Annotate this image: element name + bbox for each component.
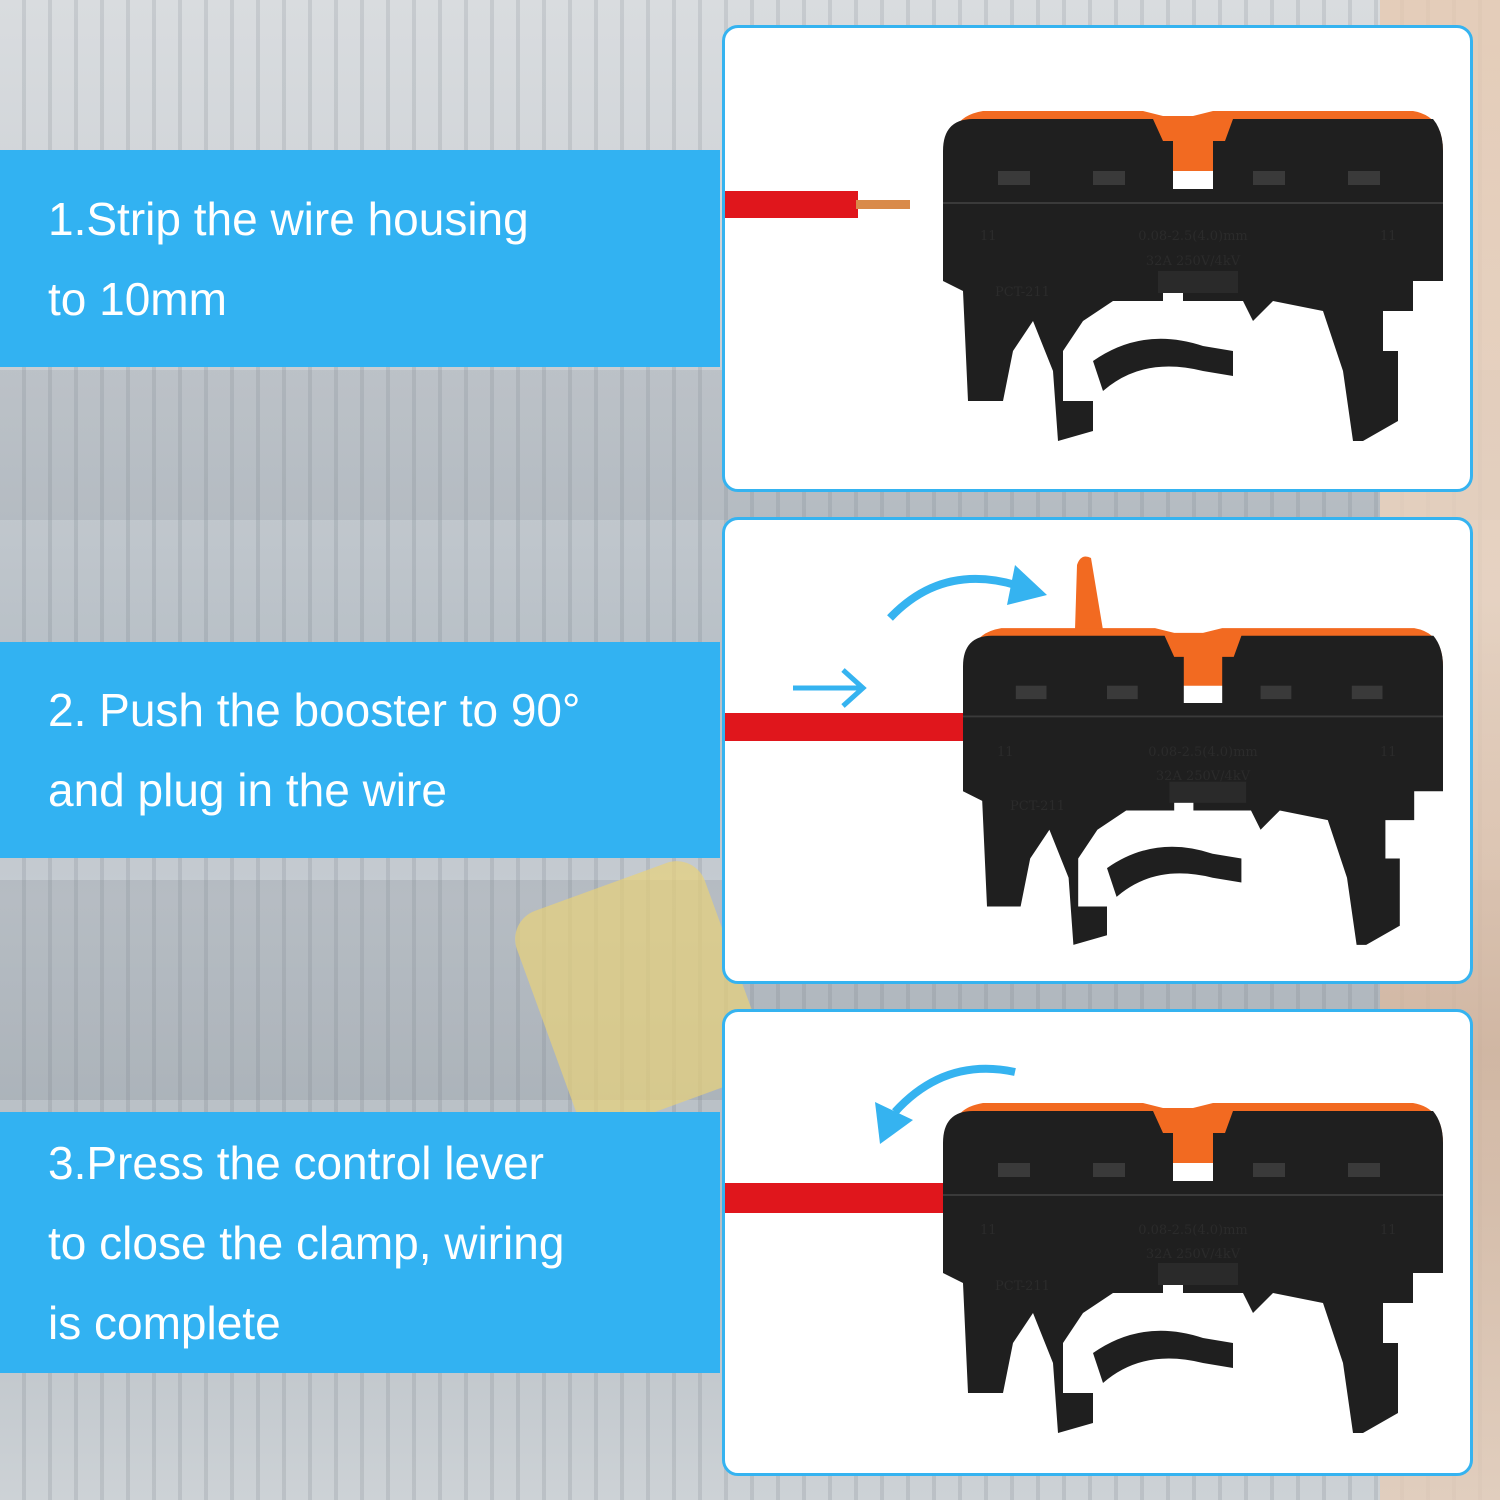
stripped-copper (856, 200, 910, 209)
step-3-line-2: to close the clamp, wiring (48, 1216, 565, 1269)
strip-mark-right: 11 (1380, 745, 1397, 760)
step-2-line-2: and plug in the wire (48, 764, 447, 816)
curved-arrow-head-icon (1007, 565, 1047, 605)
connector (963, 628, 1443, 945)
spec-line-1: 0.08-2.5(4.0)mm (1138, 1223, 1247, 1238)
model-mark: PCT-211 (995, 1279, 1050, 1294)
step-2-panel: 11 11 0.08-2.5(4.0)mm 32A 250V/4kV PCT-2… (722, 517, 1473, 984)
step-1-panel: 11 11 0.08-2.5(4.0)mm 32A 250V/4kV PCT-2… (722, 25, 1473, 492)
step-3-banner: 3.Press the control lever to close the c… (0, 1112, 720, 1373)
connector (943, 111, 1443, 441)
strip-mark-right: 11 (1380, 229, 1397, 244)
spec-line-1: 0.08-2.5(4.0)mm (1138, 229, 1247, 244)
spec-line-1: 0.08-2.5(4.0)mm (1148, 745, 1257, 760)
step-1-line-2: to 10mm (48, 272, 227, 325)
step-1-line-1: 1.Strip the wire housing (48, 192, 529, 245)
step-2-banner: 2. Push the booster to 90° and plug in t… (0, 642, 720, 858)
step-3-line-1: 3.Press the control lever (48, 1136, 545, 1189)
step-3-panel: 11 11 0.08-2.5(4.0)mm 32A 250V/4kV PCT-2… (722, 1009, 1473, 1476)
wire-insulation (725, 713, 965, 741)
strip-mark-left: 11 (980, 229, 997, 244)
step-2-line-1: 2. Push the booster to 90° (48, 684, 581, 736)
spec-line-2: 32A 250V/4kV (1146, 254, 1241, 269)
strip-mark-left: 11 (997, 745, 1014, 760)
strip-mark-left: 11 (980, 1223, 997, 1238)
spec-line-2: 32A 250V/4kV (1156, 769, 1251, 784)
curved-arrow-icon (892, 1064, 1016, 1115)
curved-arrow-head-icon (875, 1102, 913, 1144)
model-mark: PCT-211 (1010, 799, 1065, 814)
wire-insulation (725, 1183, 947, 1213)
model-mark: PCT-211 (995, 285, 1050, 300)
connector (943, 1103, 1443, 1433)
spec-line-2: 32A 250V/4kV (1146, 1247, 1241, 1262)
curved-arrow-icon (887, 574, 1027, 621)
right-arrow-icon (793, 668, 867, 708)
wire-insulation (725, 191, 858, 218)
step-3-line-3: is complete (48, 1296, 281, 1349)
strip-mark-right: 11 (1380, 1223, 1397, 1238)
step-1-banner: 1.Strip the wire housing to 10mm (0, 150, 720, 367)
booster-lever (1075, 556, 1103, 630)
